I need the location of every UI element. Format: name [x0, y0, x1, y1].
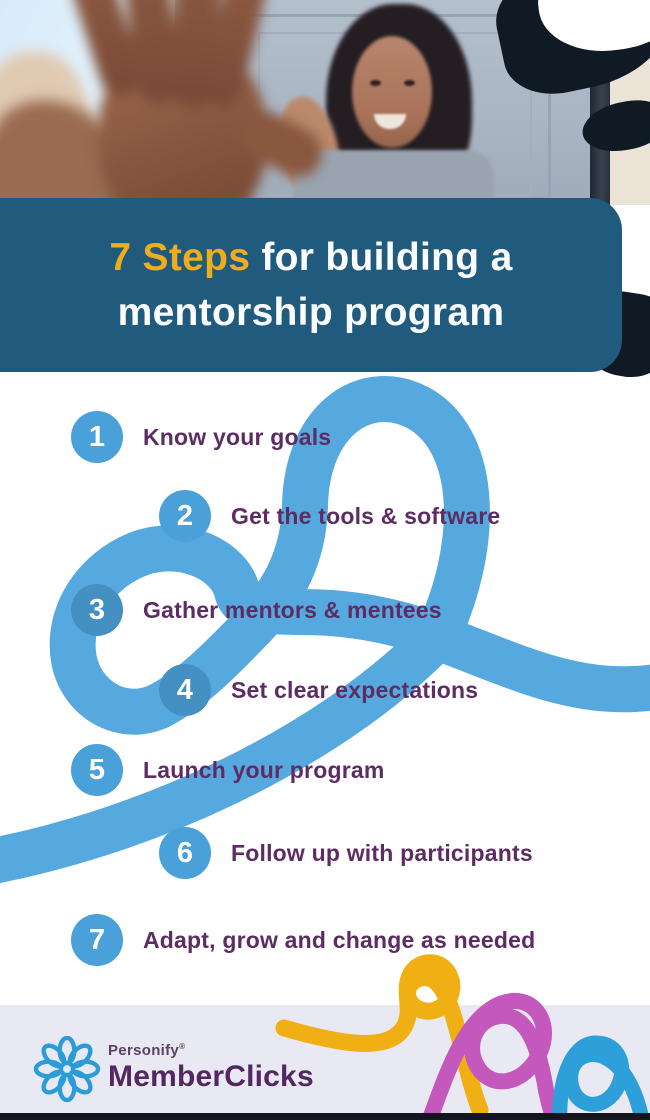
- title-line2: mentorship program: [117, 291, 505, 334]
- blue-footer-squiggle: [552, 1035, 650, 1120]
- step-row-1: 1 Know your goals: [71, 411, 331, 463]
- step-label: Get the tools & software: [231, 502, 501, 529]
- page-title: 7 Steps for building a mentorship progra…: [109, 230, 512, 340]
- step-row-2: 2 Get the tools & software: [159, 490, 500, 542]
- woman-eye-right: [404, 80, 415, 86]
- foreground-hand: [0, 0, 650, 205]
- woman-shirt: [294, 150, 494, 205]
- brand-personify: Personify®: [108, 1042, 186, 1059]
- title-banner: 7 Steps for building a mentorship progra…: [0, 198, 622, 372]
- step-number-badge: 3: [71, 584, 123, 636]
- step-number-badge: 5: [71, 744, 123, 796]
- step-row-3: 3 Gather mentors & mentees: [71, 584, 442, 636]
- personify-knot-icon: [33, 1036, 101, 1102]
- step-row-7: 7 Adapt, grow and change as needed: [71, 914, 535, 966]
- step-row-6: 6 Follow up with participants: [159, 827, 533, 879]
- yellow-footer-squiggle: [275, 954, 489, 1119]
- title-rest: for building a: [250, 236, 513, 279]
- title-highlight: 7 Steps: [109, 236, 251, 279]
- step-number-badge: 2: [159, 490, 211, 542]
- registered-mark: ®: [179, 1042, 186, 1051]
- step-number-badge: 7: [71, 914, 123, 966]
- step-number-badge: 6: [159, 827, 211, 879]
- brand-logo: Personify® MemberClicks: [32, 1036, 314, 1102]
- brand-wordmark: Personify® MemberClicks: [108, 1036, 314, 1094]
- woman-face: [352, 36, 432, 148]
- hero-photo: [0, 0, 650, 205]
- step-label: Set clear expectations: [231, 676, 479, 703]
- blue-loop-squiggle: [0, 376, 650, 884]
- brand-memberclicks: MemberClicks: [108, 1060, 314, 1093]
- bottom-edge-strip: [0, 1113, 650, 1120]
- step-label: Launch your program: [143, 756, 385, 783]
- step-number-badge: 1: [71, 411, 123, 463]
- step-row-5: 5 Launch your program: [71, 744, 385, 796]
- step-label: Know your goals: [143, 423, 332, 450]
- woman-eye-left: [370, 80, 381, 86]
- magenta-footer-squiggle: [420, 993, 563, 1120]
- step-label: Follow up with participants: [231, 839, 533, 866]
- step-label: Gather mentors & mentees: [143, 596, 442, 623]
- step-number-badge: 4: [159, 664, 211, 716]
- woman-smile: [374, 114, 406, 129]
- step-label: Adapt, grow and change as needed: [143, 926, 536, 953]
- step-row-4: 4 Set clear expectations: [159, 664, 478, 716]
